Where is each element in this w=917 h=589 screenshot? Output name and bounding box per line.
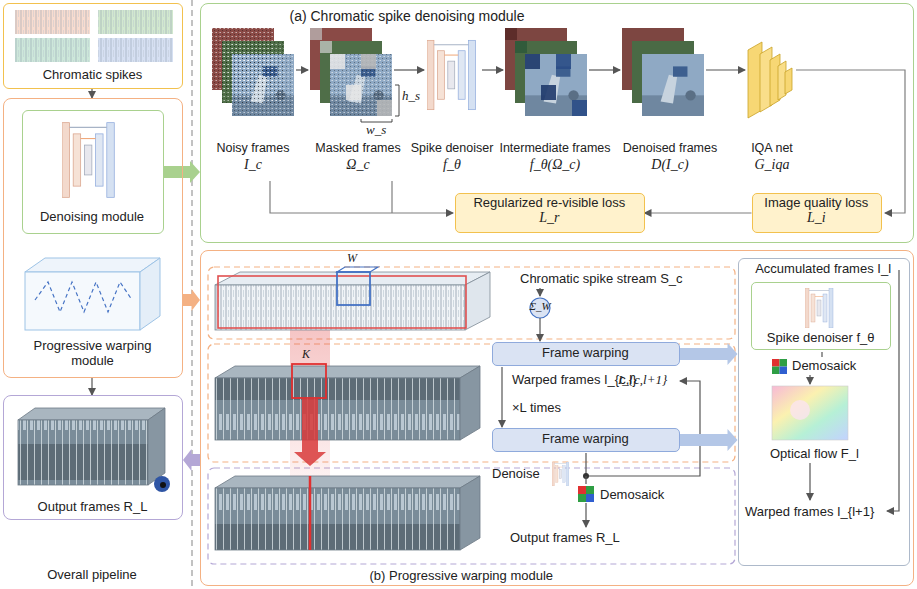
label: Warped frames I_{c,l}: [512, 372, 637, 388]
label: f_θ: [443, 157, 461, 174]
label: I_c: [244, 157, 262, 174]
connector-line: [91, 378, 92, 395]
connector: [680, 343, 738, 365]
connector: [183, 289, 200, 311]
node-text: L_r: [454, 210, 644, 227]
label: Denoised frames: [623, 141, 718, 156]
node-text: Progressive warping module: [13, 338, 173, 369]
module-box: Spike denoiser f_θ: [751, 282, 891, 350]
node-text: L_i: [751, 210, 881, 227]
label: Intermediate frames: [499, 141, 610, 156]
connector: [645, 213, 752, 214]
node-text: (b) Progressive warping module: [370, 568, 690, 584]
node-text: Denoising module: [21, 209, 163, 225]
process-box: Frame warping: [492, 342, 680, 366]
node-text: Frame warping: [491, 431, 679, 447]
loss-box: Regularized re-visible lossL_r: [455, 193, 645, 233]
node-text: Image quality loss: [751, 195, 881, 211]
label: G_iqa: [755, 157, 790, 174]
label: Chromatic spike stream S_c: [520, 271, 683, 287]
label: Spike denoiser: [411, 141, 494, 156]
label: Output frames R_L: [510, 530, 620, 546]
label: IQA net: [751, 141, 793, 156]
connector-line: [645, 212, 752, 213]
label: h_s: [402, 88, 420, 104]
detail-panel: Accumulated frames I_lSpike denoiser f_θ: [738, 258, 910, 566]
label: Σ_W: [529, 300, 550, 313]
process-box: Frame warping: [492, 428, 680, 452]
connector: [92, 89, 93, 98]
label: ×L times: [512, 400, 561, 416]
label: f_θ(Ω_c): [530, 157, 580, 174]
thick-arrow: [183, 449, 200, 471]
label: Ω_c: [346, 157, 369, 174]
node-text: Chromatic spikes: [3, 67, 183, 83]
loss-box: Image quality lossL_i: [752, 193, 882, 233]
label: Noisy frames: [217, 141, 290, 156]
label: I_{c,l+1}: [618, 372, 667, 388]
output-panel: Output frames R_L: [3, 395, 183, 520]
thick-arrow: [183, 289, 200, 311]
label: Demosaick: [792, 358, 856, 374]
thick-arrow: [164, 161, 201, 183]
label: D(I_c): [651, 157, 688, 174]
label: Denoise: [492, 466, 540, 482]
input-panel: Chromatic spikes: [3, 3, 183, 89]
module-panel: (a) Chromatic spike denoising moduleRegu…: [200, 3, 914, 243]
thick-arrow: [680, 429, 738, 451]
label: Masked frames: [315, 141, 400, 156]
label: Overall pipeline: [47, 567, 137, 583]
node-text: Spike denoiser f_θ: [751, 330, 891, 346]
connector-line: [91, 89, 92, 98]
label: w_s: [366, 122, 386, 138]
node-text: Frame warping: [491, 345, 679, 361]
connector: [92, 378, 93, 395]
connector: [680, 429, 738, 451]
node-text: Accumulated frames I_l: [737, 261, 909, 277]
node-text: Regularized re-visible loss: [454, 195, 644, 211]
module-box: Denoising module: [22, 110, 164, 234]
node-text: Output frames R_L: [3, 499, 183, 515]
label: Optical flow F_l: [770, 446, 859, 462]
label: W: [347, 251, 357, 265]
pipeline-panel: Progressive warping module Denoising modu…: [3, 98, 183, 378]
connector: [164, 161, 201, 183]
label: Demosaick: [600, 487, 664, 503]
connector: [183, 449, 200, 471]
label: Warped frames I_{l+1}: [745, 504, 874, 520]
thick-arrow: [680, 343, 738, 365]
label: K: [302, 347, 310, 361]
node-text: (a) Chromatic spike denoising module: [290, 8, 710, 25]
